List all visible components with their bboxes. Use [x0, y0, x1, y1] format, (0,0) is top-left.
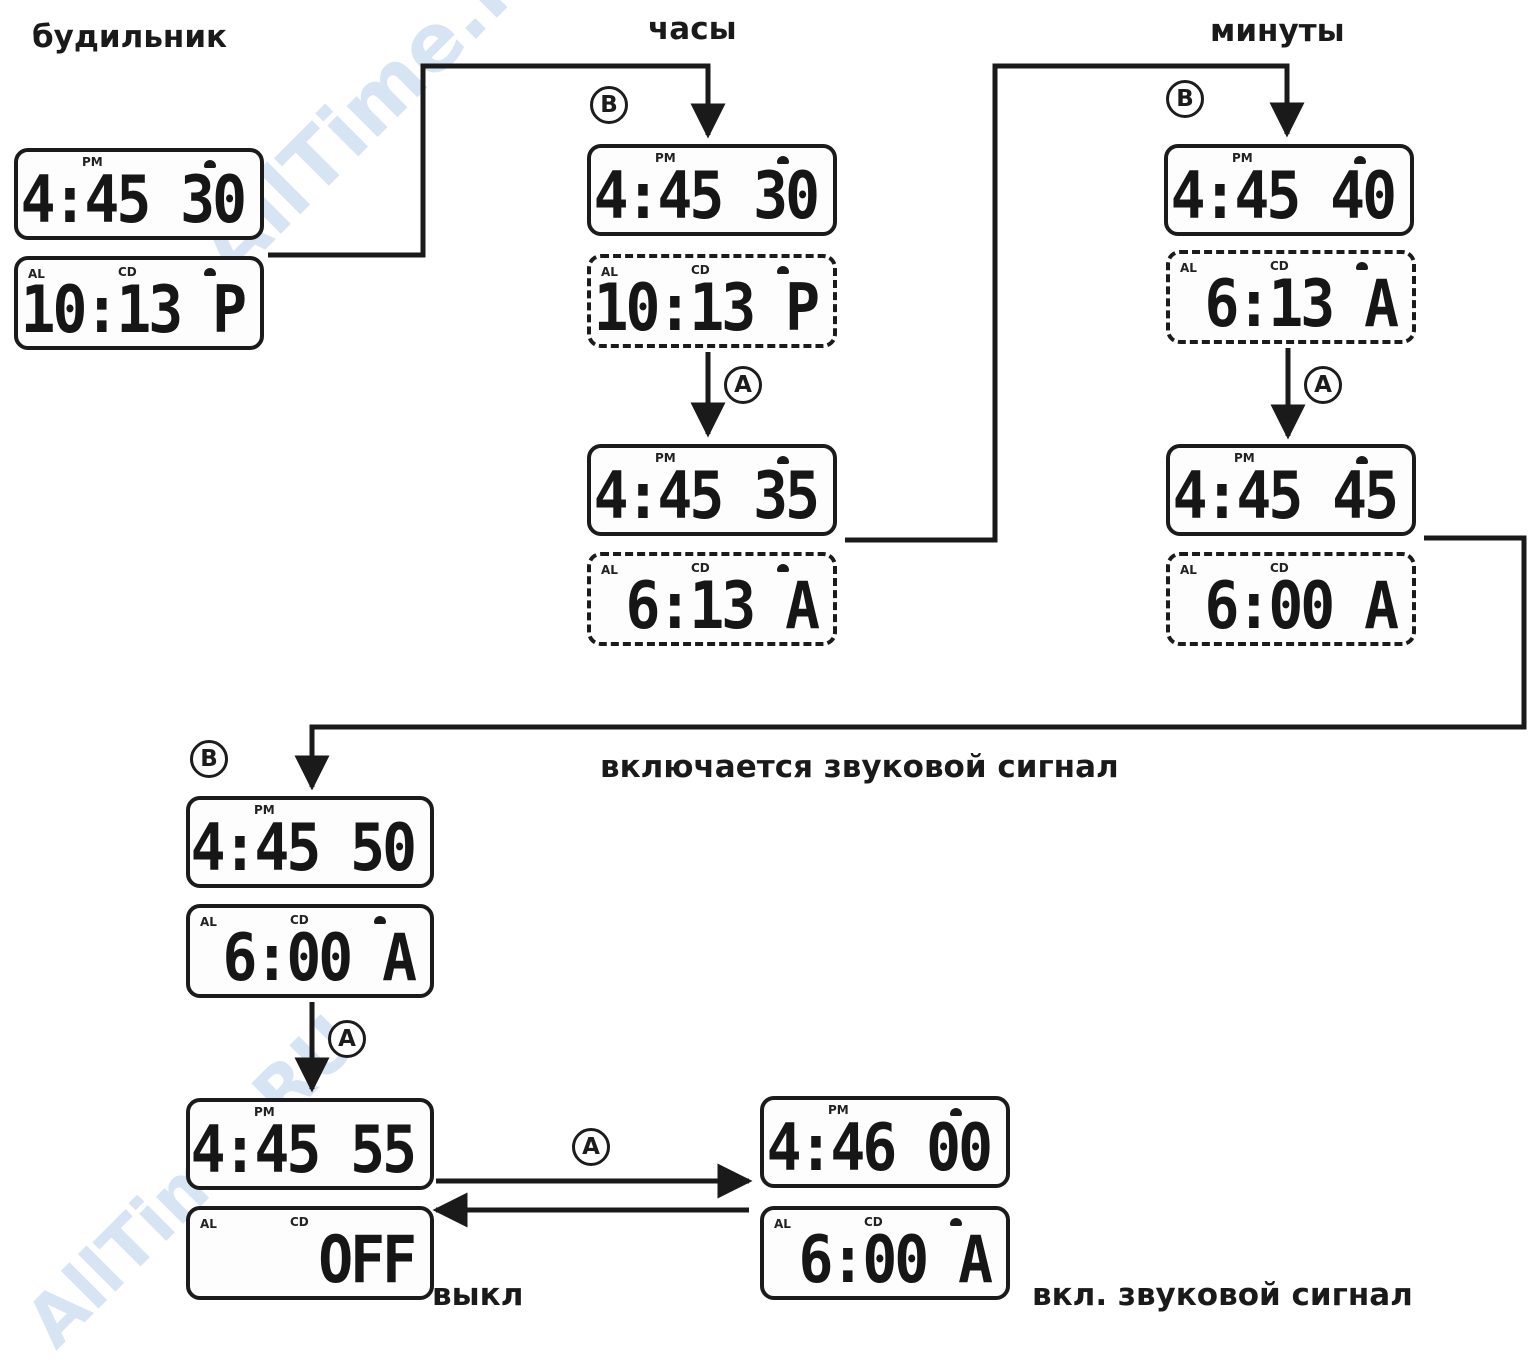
display-text: OFF — [318, 1227, 414, 1292]
lcd-stage1-bottom: AL CD 10:13 P — [14, 256, 264, 350]
lcd-stage6-top: PM 4:45 50 — [186, 796, 434, 888]
lcd-stage3-top: PM 4:45 35 — [587, 444, 837, 536]
display-text: 10:13 P — [594, 275, 817, 340]
lcd-stage2-top: PM 4:45 30 — [587, 144, 837, 236]
label-sound-on: включается звуковой сигнал — [600, 752, 1119, 783]
display-text: 6:00 A — [1204, 573, 1396, 638]
lcd-stage1-top: PM 4:45 30 — [14, 148, 264, 240]
lcd-stage7-bottom: AL CD OFF — [186, 1206, 434, 1300]
display-text: 6:13 A — [625, 573, 817, 638]
lcd-stage7-top: PM 4:45 55 — [186, 1098, 434, 1190]
al-indicator: AL — [774, 1218, 791, 1230]
al-indicator: AL — [200, 916, 217, 928]
label-hours: часы — [648, 14, 737, 45]
lcd-stage2-bottom: AL CD 10:13 P — [587, 254, 837, 348]
display-text: 6:13 A — [1204, 271, 1396, 336]
lcd-stage5-bottom: AL CD 6:00 A — [1166, 552, 1416, 646]
button-b-icon: B — [190, 740, 228, 778]
display-text: 10:13 P — [21, 277, 244, 342]
display-text: 4:46 00 — [767, 1115, 990, 1180]
button-a-icon: A — [572, 1128, 610, 1166]
button-a-icon: A — [1304, 366, 1342, 404]
display-text: 4:45 55 — [191, 1117, 414, 1182]
button-a-icon: A — [724, 366, 762, 404]
display-text: 6:00 A — [798, 1227, 990, 1292]
lcd-stage8-top: PM 4:46 00 — [760, 1096, 1010, 1188]
display-text: 4:45 50 — [191, 815, 414, 880]
cd-indicator: CD — [290, 1216, 309, 1228]
lcd-stage4-bottom: AL CD 6:13 A — [1166, 250, 1416, 344]
display-text: 6:00 A — [222, 925, 414, 990]
display-text: 4:45 45 — [1173, 463, 1396, 528]
label-signal-on: вкл. звуковой сигнал — [1032, 1280, 1413, 1311]
lcd-stage8-bottom: AL CD 6:00 A — [760, 1206, 1010, 1300]
button-a-icon: A — [328, 1020, 366, 1058]
lcd-stage6-bottom: AL CD 6:00 A — [186, 904, 434, 998]
lcd-stage5-top: PM 4:45 45 — [1166, 444, 1416, 536]
label-minutes: минуты — [1210, 16, 1345, 47]
button-b-icon: B — [1166, 80, 1204, 118]
al-indicator: AL — [1180, 262, 1197, 274]
al-indicator: AL — [200, 1218, 217, 1230]
lcd-stage4-top: PM 4:45 40 — [1164, 144, 1414, 236]
display-text: 4:45 40 — [1171, 163, 1394, 228]
al-indicator: AL — [601, 564, 618, 576]
display-text: 4:45 30 — [594, 163, 817, 228]
display-text: 4:45 30 — [21, 167, 244, 232]
display-text: 4:45 35 — [594, 463, 817, 528]
label-alarm: будильник — [32, 22, 227, 53]
al-indicator: AL — [1180, 564, 1197, 576]
lcd-stage3-bottom: AL CD 6:13 A — [587, 552, 837, 646]
label-off: выкл — [432, 1280, 523, 1311]
button-b-icon: B — [590, 86, 628, 124]
